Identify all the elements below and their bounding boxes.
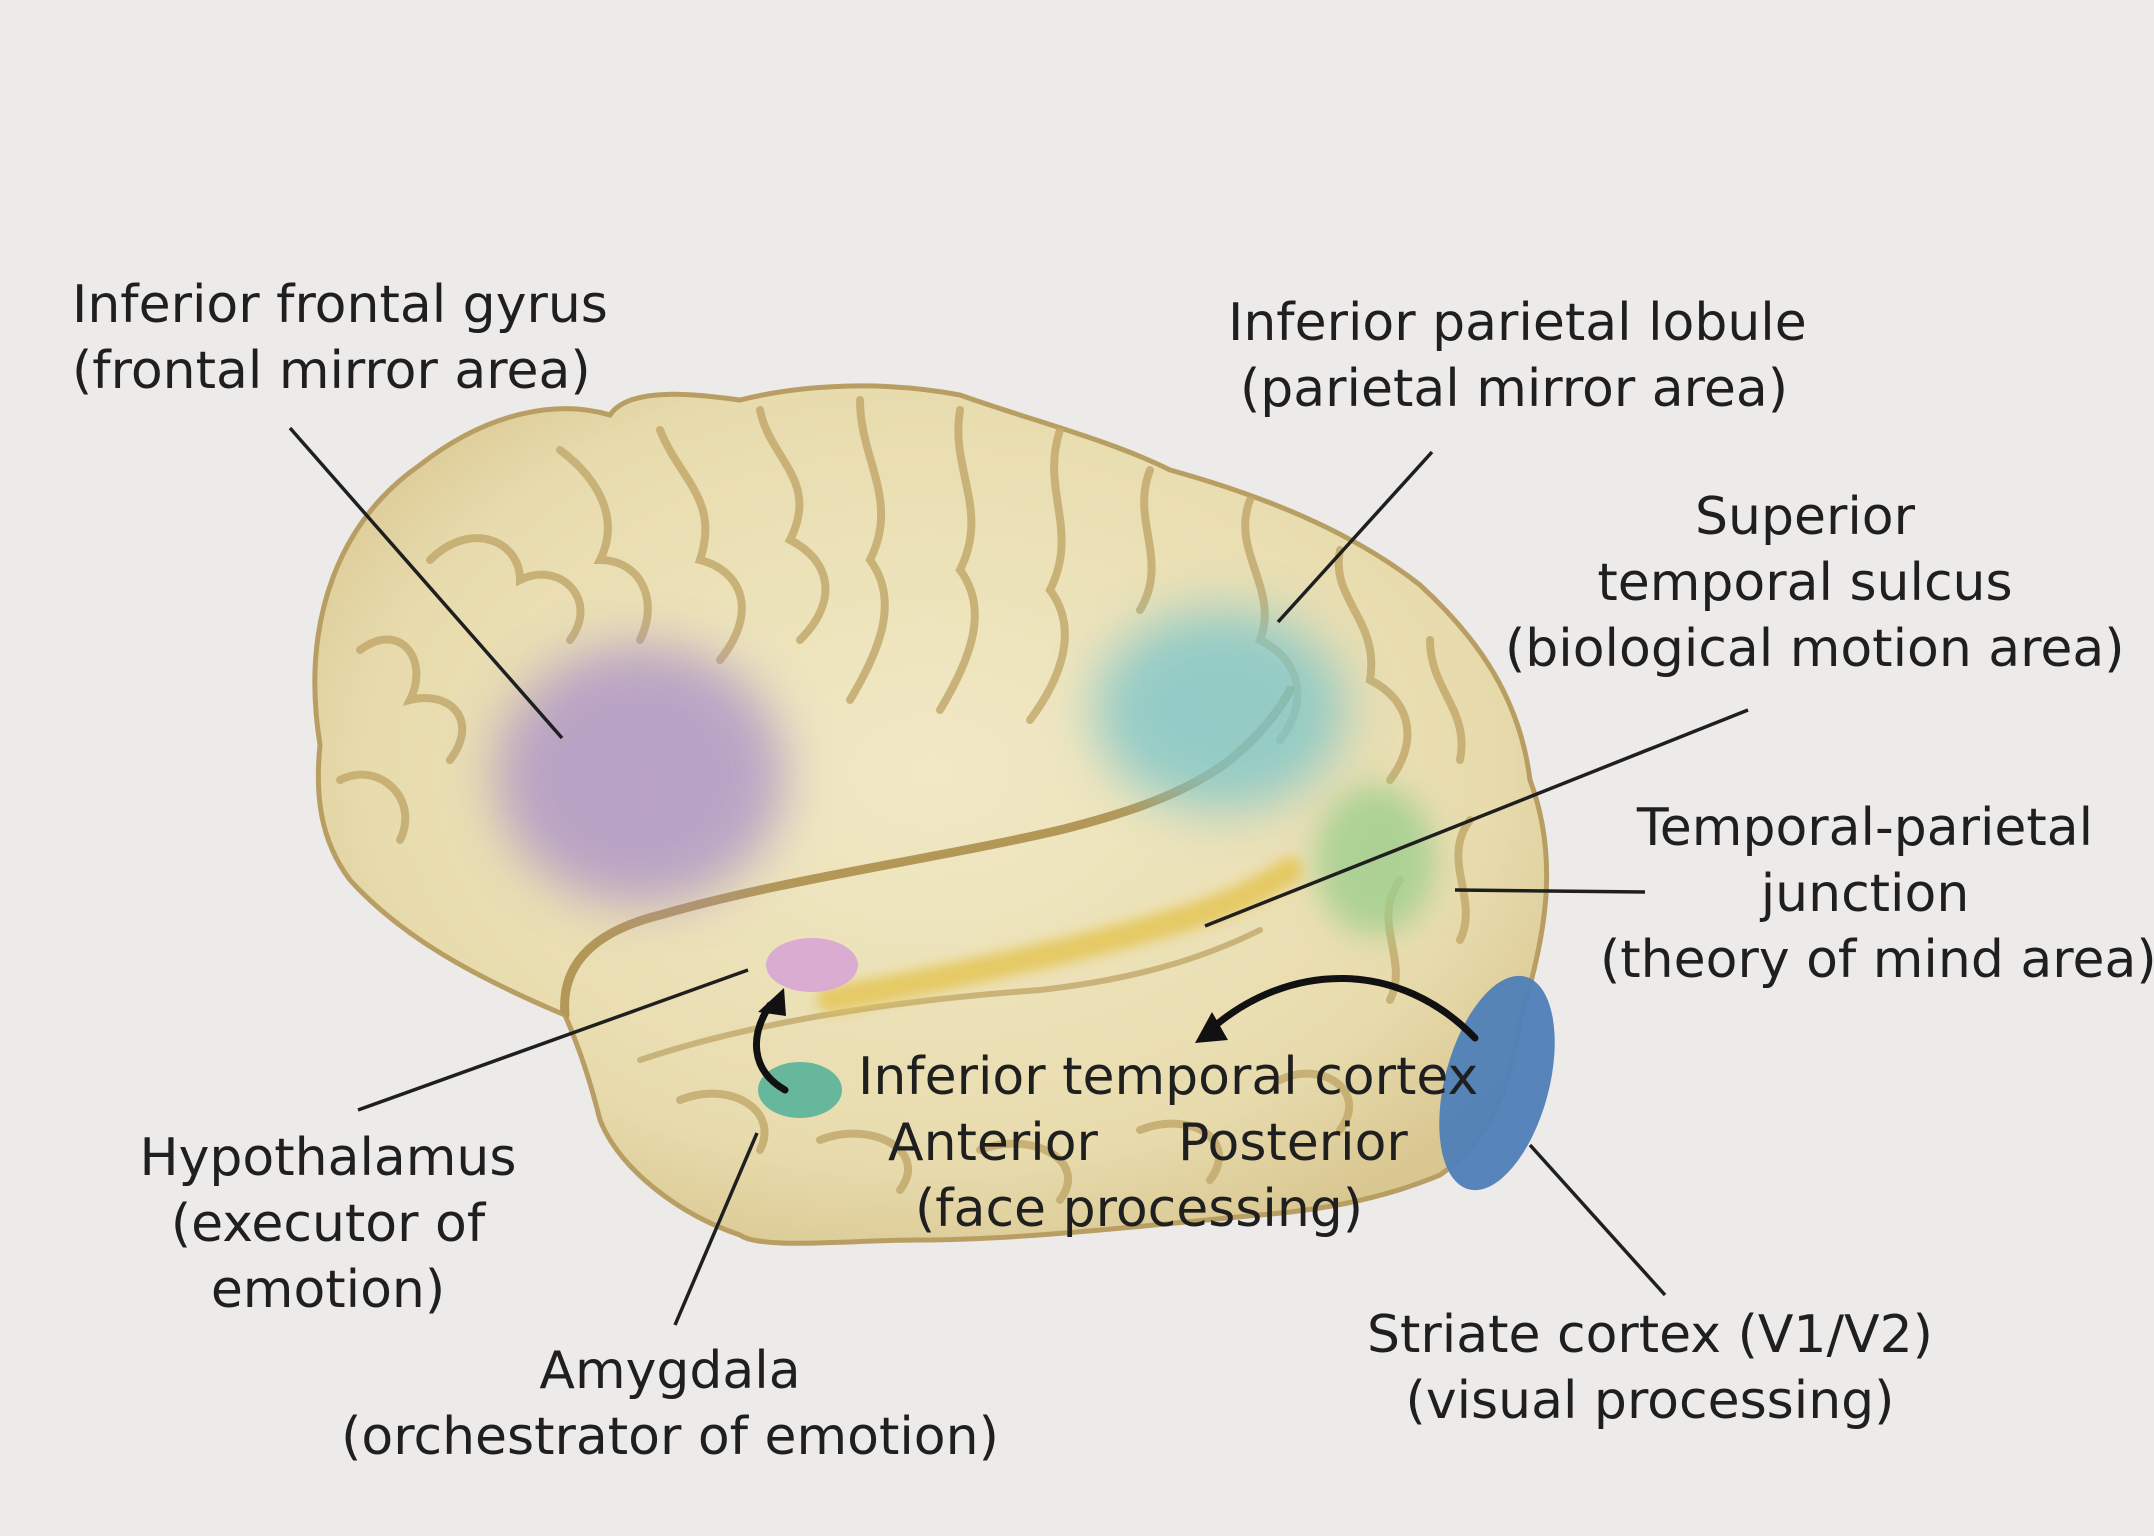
amygdala-line2: (orchestrator of emotion) (341, 1407, 999, 1467)
sts-line3: (biological motion area) (1505, 619, 2125, 679)
cerebrum-shape (312, 383, 1550, 1246)
tpj-line3: (theory of mind area) (1600, 930, 2154, 990)
amygdala-line1: Amygdala (539, 1341, 801, 1401)
hypothalamus-line1: Hypothalamus (139, 1128, 517, 1188)
tpj-line2: junction (1760, 864, 1970, 924)
label-hypothalamus: Hypothalamus (executor of emotion) (118, 1125, 538, 1323)
tpj-leader-line (1454, 888, 1646, 894)
temporal-sulcus (637, 927, 1263, 1063)
sts-leader-line (1204, 708, 1749, 928)
label-amygdala: Amygdala (orchestrator of emotion) (320, 1338, 1020, 1470)
leader-lines (288, 426, 1749, 1326)
label-superior-temporal-sulcus: Superior temporal sulcus (biological mot… (1505, 484, 2125, 682)
striate-line2: (visual processing) (1405, 1371, 1895, 1431)
ifg-subtitle: (frontal mirror area) (72, 341, 591, 401)
sts-line2: temporal sulcus (1597, 553, 2013, 613)
hypothalamus-line2: (executor of (170, 1194, 486, 1254)
ifg-title: Inferior frontal gyrus (72, 275, 608, 335)
arrows (753, 974, 1479, 1094)
ifg-leader-line (288, 426, 564, 740)
label-temporal-parietal-junction: Temporal-parietal junction (theory of mi… (1600, 795, 2154, 993)
amygdala-highlight (758, 1062, 842, 1118)
arrowhead-hypothalamus (758, 988, 786, 1016)
hypothalamus-line3: emotion) (210, 1260, 446, 1320)
striate-to-itc-arrow (1206, 974, 1479, 1042)
ipl-subtitle: (parietal mirror area) (1240, 359, 1788, 419)
itc-line1: Inferior temporal cortex (858, 1047, 1479, 1107)
ipl-leader-line (1276, 450, 1434, 624)
itc-anterior: Anterior (888, 1113, 1098, 1173)
amygdala-to-hypothalamus-arrow (753, 1001, 789, 1094)
label-inferior-temporal-cortex: Inferior temporal cortex Anterior Poster… (858, 1044, 1479, 1242)
sts-line1: Superior (1695, 487, 1915, 547)
hypothalamus-leader-line (357, 968, 749, 1112)
label-striate-cortex: Striate cortex (V1/V2) (visual processin… (1360, 1302, 1940, 1434)
itc-line3: (face processing) (915, 1179, 1364, 1239)
superior-temporal-sulcus-highlight (817, 857, 1303, 1013)
amygdala-leader-line (673, 1132, 759, 1326)
parietal-mirror-area-highlight (1095, 610, 1345, 810)
ipl-title: Inferior parietal lobule (1228, 293, 1807, 353)
striate-line1: Striate cortex (V1/V2) (1367, 1305, 1933, 1365)
tpj-line1: Temporal-parietal (1636, 798, 2094, 858)
label-inferior-frontal-gyrus: Inferior frontal gyrus (frontal mirror a… (72, 272, 608, 404)
striate-leader-line (1528, 1143, 1667, 1297)
hypothalamus-highlight (766, 938, 858, 992)
frontal-mirror-area-highlight (495, 645, 785, 905)
itc-line2: Anterior Posterior (858, 1110, 1458, 1176)
arrowhead-itc (1195, 1012, 1228, 1043)
itc-posterior: Posterior (1178, 1113, 1408, 1173)
label-inferior-parietal-lobule: Inferior parietal lobule (parietal mirro… (1228, 290, 1807, 422)
